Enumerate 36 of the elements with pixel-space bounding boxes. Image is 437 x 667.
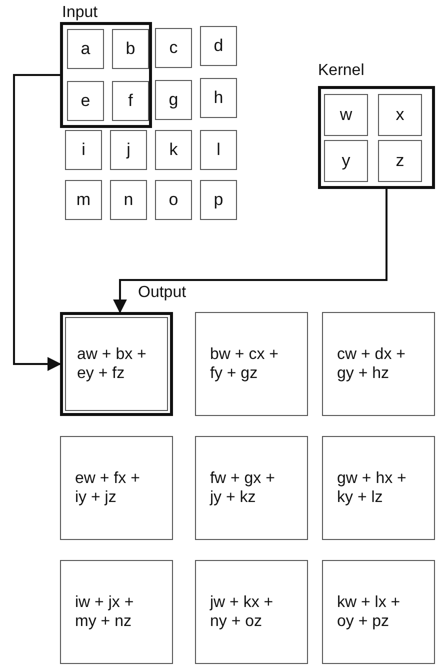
letter-cell: z xyxy=(378,140,422,182)
output-cell: kw + lx + oy + pz xyxy=(322,560,435,664)
letter-cell: l xyxy=(200,130,237,170)
letter-cell: d xyxy=(200,26,237,66)
letter-cell: j xyxy=(110,130,147,170)
output-cell: ew + fx + iy + jz xyxy=(60,436,173,540)
kernel-panel xyxy=(318,62,435,189)
highlight-frame xyxy=(60,22,152,128)
letter-cell: h xyxy=(200,78,237,118)
grid-heading: Output xyxy=(138,284,186,302)
output-cell: gw + hx + ky + lz xyxy=(322,436,435,540)
letter-cell: p xyxy=(200,180,237,220)
letter-cell: f xyxy=(112,81,149,121)
letter-cell: b xyxy=(112,29,149,69)
letter-cell: w xyxy=(324,94,368,136)
letter-cell: n xyxy=(110,180,147,220)
letter-cell: x xyxy=(378,94,422,136)
letter-cell: c xyxy=(155,28,192,68)
panel-heading: Kernel xyxy=(318,62,364,80)
letter-cell: k xyxy=(155,130,192,170)
arrow xyxy=(13,74,62,371)
output-cell: cw + dx + gy + hz xyxy=(322,312,435,416)
output-cell: jw + kx + ny + oz xyxy=(195,560,308,664)
letter-cell: o xyxy=(155,180,192,220)
letter-cell: g xyxy=(155,80,192,120)
letter-cell: y xyxy=(324,140,368,182)
output-cell: iw + jx + my + nz xyxy=(60,560,173,664)
letter-cell: i xyxy=(65,130,102,170)
letter-cell: e xyxy=(67,81,104,121)
grid-heading: Input xyxy=(62,4,98,22)
output-cell: aw + bx + ey + fz xyxy=(60,312,173,416)
output-cell: bw + cx + fy + gz xyxy=(195,312,308,416)
letter-cell: a xyxy=(67,29,104,69)
letter-cell: m xyxy=(65,180,102,220)
arrow xyxy=(113,189,388,314)
output-cell: fw + gx + jy + kz xyxy=(195,436,308,540)
